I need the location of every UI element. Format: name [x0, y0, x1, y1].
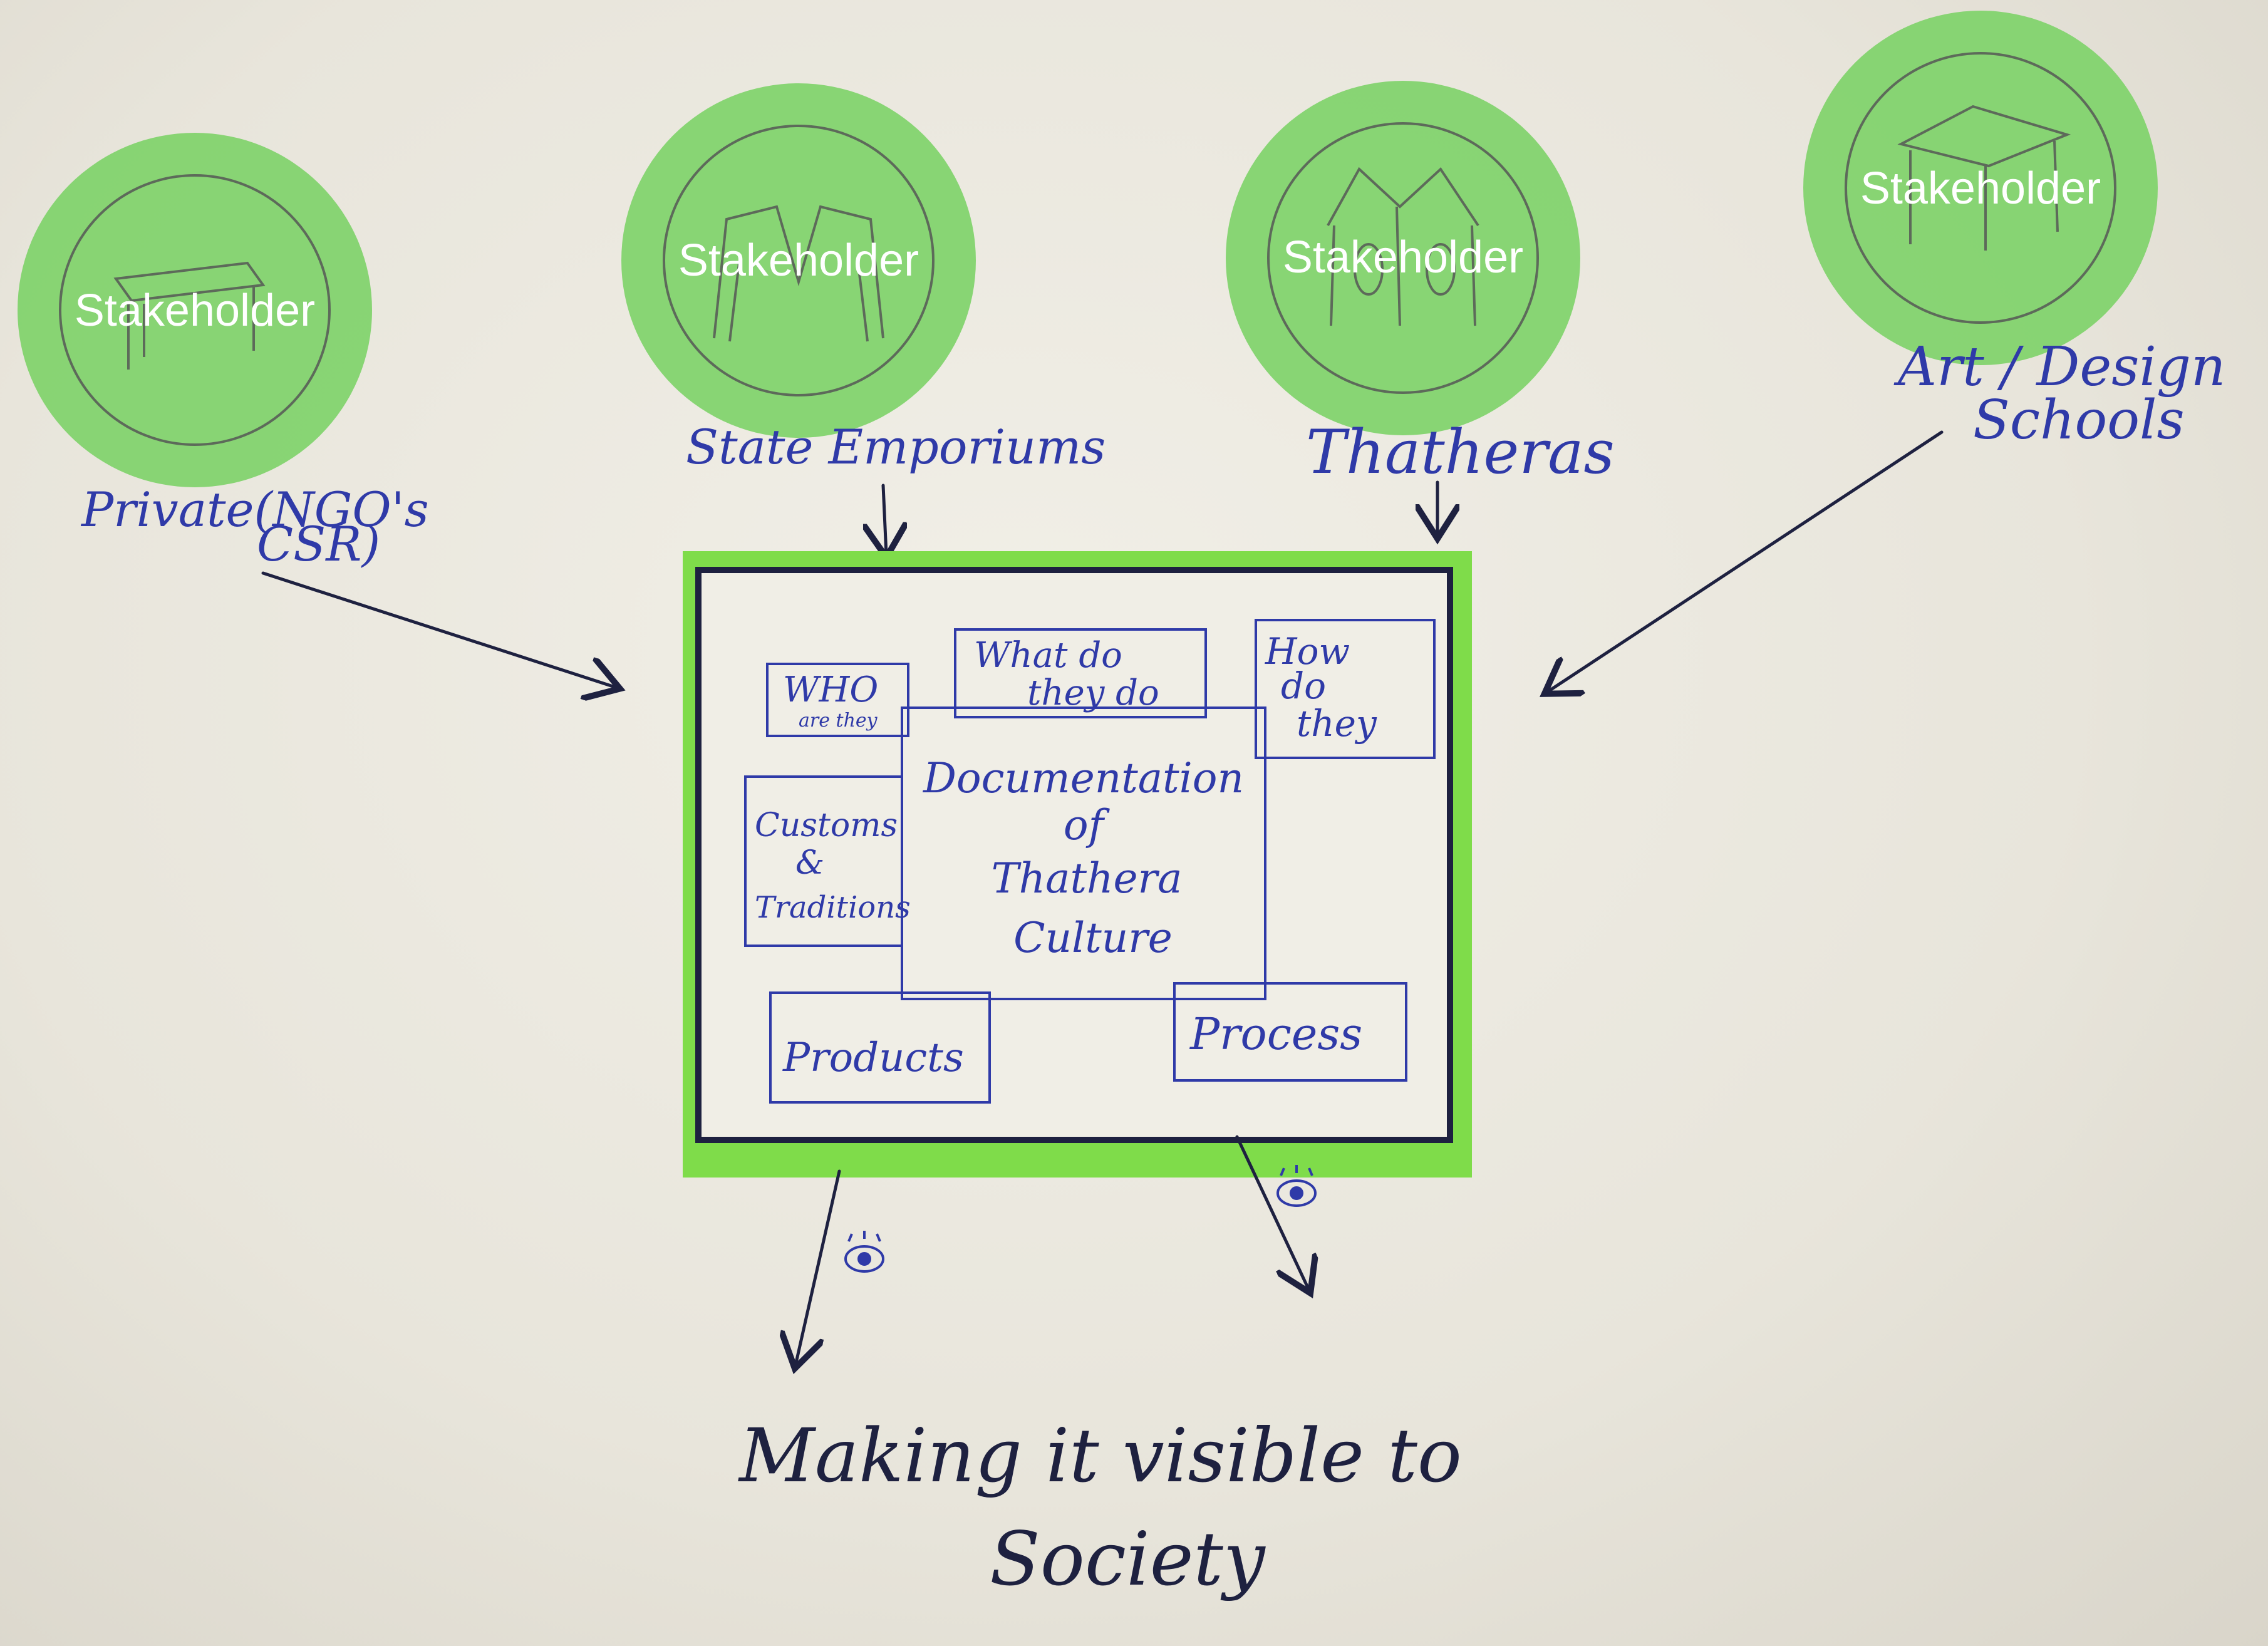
- stakeholder-circle-4: [1803, 11, 2158, 365]
- stakeholder-node-1: Stakeholder Private(NGO's CSR): [18, 133, 429, 572]
- stakeholder-circle-1: [18, 133, 372, 487]
- customs-box: [744, 775, 903, 947]
- customs-line-2: &: [795, 844, 824, 882]
- stakeholder-label-3: Stakeholder: [1283, 232, 1523, 282]
- products-label: Products: [782, 1035, 964, 1081]
- how-line-1: How: [1265, 630, 1350, 673]
- table-building-icon: [59, 174, 331, 446]
- stakeholder-caption-3: Thatheras: [1306, 417, 1615, 487]
- documentation-board: WHO are they What do they do How do they…: [683, 551, 1472, 1178]
- stakeholder-circle-3: [1226, 81, 1580, 435]
- arrow-board-to-society-right: [1235, 1135, 1309, 1290]
- stakeholder-caption-4-line-1: Art / Design: [1893, 336, 2225, 398]
- products-box: [769, 991, 991, 1104]
- stakeholder-caption-4-line-2: Schools: [1973, 389, 2185, 452]
- eye-icon: [844, 1231, 884, 1273]
- arrows-in: [261, 430, 1944, 692]
- customs-line-3: Traditions: [755, 890, 911, 925]
- eye-icon: [1276, 1165, 1317, 1207]
- center-line-2: of: [1064, 801, 1111, 849]
- arrow-schools-to-board: [1547, 430, 1944, 692]
- process-box: [1173, 982, 1407, 1082]
- customs-line-1: Customs: [755, 807, 898, 844]
- center-line-3: Thathera: [992, 854, 1183, 903]
- how-box: [1255, 619, 1436, 759]
- center-line-4: Culture: [1013, 914, 1173, 962]
- arrow-emporiums-to-board: [883, 484, 886, 554]
- stakeholder-circle-2: [621, 83, 976, 438]
- houses-icon: [1267, 122, 1539, 394]
- stakeholder-caption-2: State Emporiums: [686, 419, 1106, 475]
- stakeholder-label-2: Stakeholder: [678, 236, 919, 286]
- what-line-2: they do: [1027, 673, 1159, 713]
- arrows-out: [795, 1135, 1309, 1365]
- who-line-2: are they: [799, 710, 878, 732]
- stakeholder-node-3: Stakeholder Thatheras: [1226, 81, 1615, 487]
- who-box: [766, 663, 909, 737]
- stakeholder-label-1: Stakeholder: [75, 286, 315, 336]
- stakeholder-caption-1-line-1: Private(NGO's: [80, 482, 429, 537]
- how-line-3: they: [1297, 702, 1377, 745]
- stakeholder-caption-1-line-2: CSR): [257, 516, 380, 572]
- school-building-icon: [1845, 52, 2116, 324]
- stakeholder-node-4: Stakeholder Art / Design Schools: [1803, 11, 2225, 452]
- how-line-2: do: [1281, 665, 1326, 707]
- what-box: [954, 628, 1207, 718]
- outcome-line-2: Society: [990, 1516, 1266, 1602]
- center-line-1: Documentation: [923, 754, 1244, 802]
- outcome-line-1: Making it visible to: [738, 1412, 1462, 1499]
- arrow-private-to-board: [261, 571, 617, 688]
- stakeholder-node-2: Stakeholder State Emporiums: [621, 83, 1106, 475]
- tent-shop-icon: [663, 125, 935, 396]
- process-label: Process: [1189, 1008, 1362, 1060]
- arrow-board-to-society-left: [795, 1169, 841, 1365]
- stakeholder-label-4: Stakeholder: [1860, 163, 2101, 214]
- who-line-1: WHO: [783, 670, 878, 710]
- what-line-1: What do: [974, 635, 1122, 676]
